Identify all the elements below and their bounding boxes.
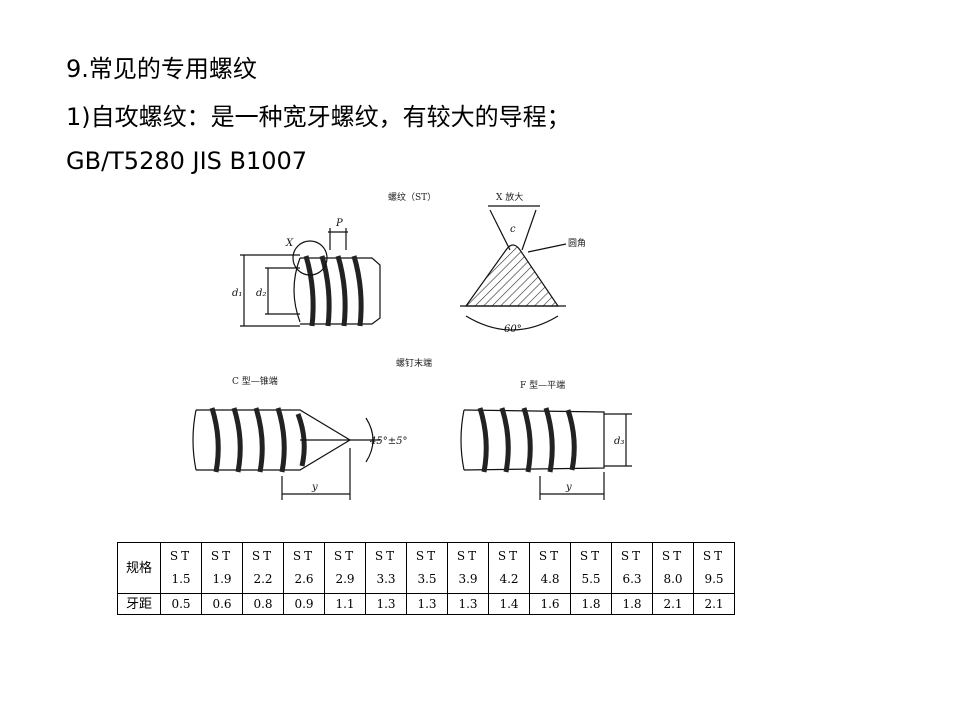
spec-prefix: ST [169,549,193,563]
pitch-cell: 1.1 [324,593,366,615]
label-x-zoom: X 放大 [496,191,523,203]
label-round-corner: 圆角 [568,237,586,249]
spec-cell: ST 2.9 [324,542,366,594]
pitch-cell: 1.6 [529,593,571,615]
slide-subheading: 1)自攻螺纹：是一种宽牙螺纹，有较大的导程； [66,103,571,131]
dim-y-left: y [311,482,318,493]
dim-d2: d₂ [256,288,266,299]
dim-c: c [510,224,516,235]
pitch-cell: 1.3 [365,593,407,615]
spec-prefix: ST [292,549,316,563]
thread-profile-zoom [460,205,567,331]
spec-size: 1.5 [171,572,191,586]
spec-size: 5.5 [581,572,601,586]
spec-prefix: ST [620,549,644,563]
standards-line: GB/T5280 JIS B1007 [66,147,308,175]
label-f-type: F 型—平端 [520,379,565,391]
spec-prefix: ST [661,549,685,563]
spec-cell: ST 8.0 [652,542,694,594]
spec-prefix: ST [415,549,439,563]
c-type-cone-end-screw [192,407,380,500]
dim-y-right: y [565,482,572,493]
pitch-cell: 1.8 [611,593,653,615]
dim-d1: d₁ [232,288,242,299]
spec-row-header: 规格 [117,542,161,594]
spec-prefix: ST [374,549,398,563]
spec-prefix: ST [497,549,521,563]
pitch-cell: 0.9 [283,593,325,615]
spec-cell: ST 9.5 [693,542,735,594]
label-angle-60: 60° [504,324,522,335]
label-c-type: C 型—锥端 [232,375,278,387]
spec-cell: ST 2.6 [283,542,325,594]
pitch-cell: 1.8 [570,593,612,615]
spec-prefix: ST [333,549,357,563]
spec-size: 6.3 [622,572,642,586]
spec-size: 3.5 [417,572,437,586]
pitch-cell: 1.3 [406,593,448,615]
spec-cell: ST 6.3 [611,542,653,594]
dim-p: P [335,218,343,229]
spec-cell: ST 3.9 [447,542,489,594]
label-thread: 螺纹（ST） [388,191,436,203]
dim-d3: d₃ [614,436,624,447]
spec-size: 2.6 [294,572,314,586]
spec-prefix: ST [579,549,603,563]
label-cone-angle: 45°±5° [369,436,407,447]
dim-x: X [285,238,294,249]
spec-prefix: ST [702,549,726,563]
thread-screw-side-view [240,228,381,327]
spec-size: 3.3 [376,572,396,586]
spec-size: 4.8 [540,572,560,586]
spec-size: 1.9 [212,572,232,586]
pitch-cell: 0.8 [242,593,284,615]
pitch-cell: 2.1 [652,593,694,615]
spec-cell: ST 4.8 [529,542,571,594]
pitch-cell: 1.4 [488,593,530,615]
spec-cell: ST 5.5 [570,542,612,594]
pitch-row-header: 牙距 [117,593,161,615]
f-type-flat-end-screw [460,407,632,500]
spec-cell: ST 1.9 [201,542,243,594]
spec-cell: ST 3.3 [365,542,407,594]
spec-prefix: ST [538,549,562,563]
pitch-cell: 1.3 [447,593,489,615]
label-screw-end: 螺钉末端 [396,357,432,369]
spec-cell: ST 2.2 [242,542,284,594]
spec-prefix: ST [210,549,234,563]
spec-size: 2.9 [335,572,355,586]
slide-heading: 9.常见的专用螺纹 [66,55,257,83]
spec-cell: ST 3.5 [406,542,448,594]
spec-cell: ST 1.5 [160,542,202,594]
spec-size: 4.2 [499,572,519,586]
pitch-cell: 2.1 [693,593,735,615]
spec-size: 2.2 [253,572,273,586]
spec-size: 9.5 [704,572,724,586]
pitch-cell: 0.6 [201,593,243,615]
spec-prefix: ST [456,549,480,563]
spec-size: 8.0 [663,572,683,586]
spec-size: 3.9 [458,572,478,586]
pitch-cell: 0.5 [160,593,202,615]
spec-cell: ST 4.2 [488,542,530,594]
spec-prefix: ST [251,549,275,563]
